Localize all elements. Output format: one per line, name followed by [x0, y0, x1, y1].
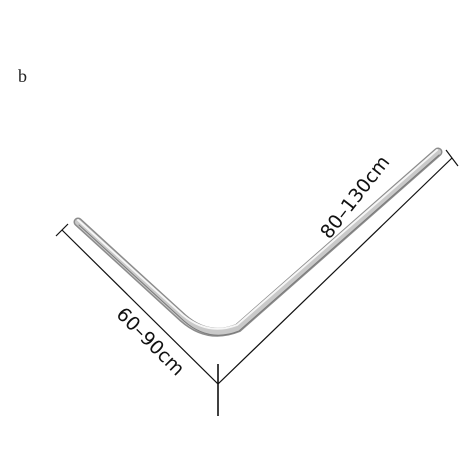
short-side-end-tick: [55, 223, 69, 237]
long-side-end-tick: [445, 149, 459, 167]
figure-letter: b: [18, 66, 27, 86]
long-side-dimension-line: [217, 157, 453, 385]
curtain-rod-highlight: [77, 149, 438, 330]
curtain-rod: [73, 147, 443, 337]
short-side-dimension-line: [61, 229, 219, 385]
curtain-rod-body: [75, 149, 441, 336]
curtain-rod-shadow: [78, 154, 440, 336]
